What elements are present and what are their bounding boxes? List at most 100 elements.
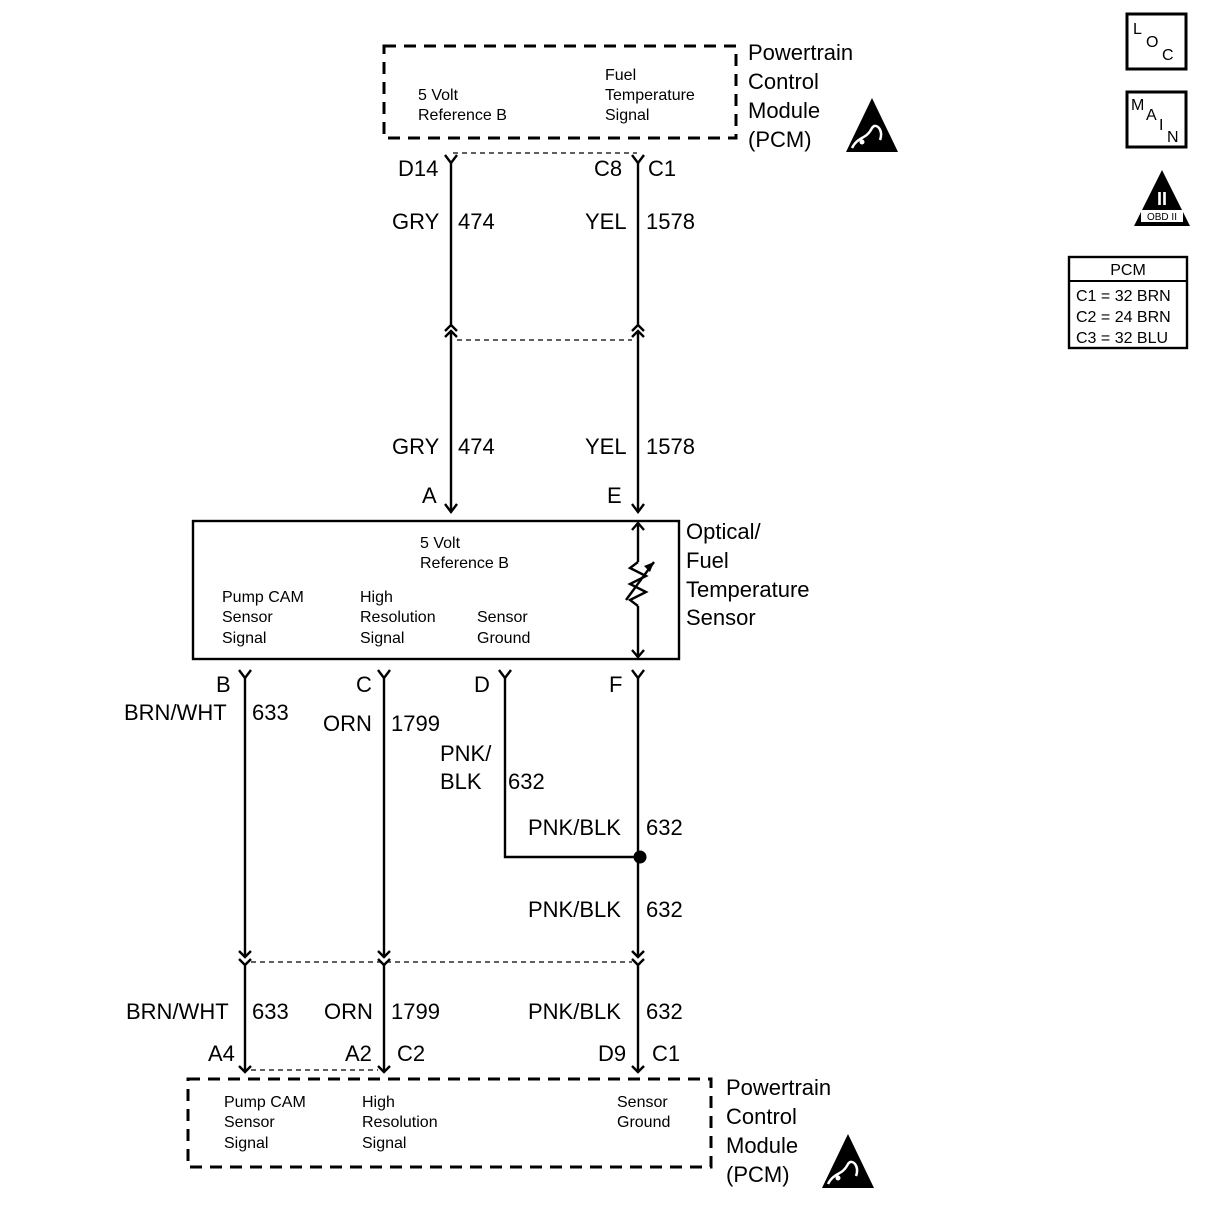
wire-yel-circuit-label: 1578 <box>646 209 695 234</box>
wire-pnkblk-mid-label: PNK/BLK <box>528 897 621 922</box>
wire-brnwht-circuit-label-2: 633 <box>252 999 289 1024</box>
sensor-highres-label-1: High <box>360 589 393 606</box>
terminal-c <box>377 669 391 680</box>
pcm-table-title: PCM <box>1110 262 1146 279</box>
esd-warning-icon <box>822 1134 874 1188</box>
obd-text: OBD II <box>1147 212 1177 223</box>
pin-c-label: C <box>356 672 372 697</box>
wire-pnkblk-split-label-1: PNK/ <box>440 741 492 766</box>
optical-fuel-temp-sensor: 5 Volt Reference B Pump CAM Sensor Signa… <box>191 519 810 661</box>
pcm-top-fuel-label-1: Fuel <box>605 67 636 84</box>
sensor-highres-label-3: Signal <box>360 630 404 647</box>
inline-connector-lower <box>238 950 645 967</box>
pcm-top-fuel-label-3: Signal <box>605 107 649 124</box>
pcm-bottom-highres-label-3: Signal <box>362 1135 406 1152</box>
terminal-a <box>444 503 458 514</box>
wire-orn-label: ORN <box>323 711 372 736</box>
sensor-pump-label-1: Pump CAM <box>222 589 304 606</box>
wire-yel-color-label: YEL <box>585 209 627 234</box>
connector-c2-label: C2 <box>397 1041 425 1066</box>
wire-gry-circuit-label-2: 474 <box>458 434 495 459</box>
wire-brnwht-circuit-label: 633 <box>252 700 289 725</box>
sensor-title-2: Fuel <box>686 548 729 573</box>
wire-orn-circuit-label: 1799 <box>391 711 440 736</box>
terminal-e <box>631 503 645 514</box>
main-letter-n: N <box>1167 129 1179 146</box>
pcm-bottom-highres-label-2: Resolution <box>362 1114 438 1131</box>
obd-numeral: II <box>1157 189 1167 209</box>
pcm-top-title-3: Module <box>748 98 820 123</box>
pcm-bottom-ground-label-1: Sensor <box>617 1094 668 1111</box>
wire-pnkblk-label-2: PNK/BLK <box>528 999 621 1024</box>
pin-c8-label: C8 <box>594 156 622 181</box>
pin-d14-label: D14 <box>398 156 438 181</box>
esd-warning-icon <box>846 98 898 152</box>
terminal-b <box>238 669 252 680</box>
connector-c1-top-label: C1 <box>648 156 676 181</box>
pcm-bottom-box <box>186 1077 713 1169</box>
main-letter-a: A <box>1146 107 1157 124</box>
pcm-bottom-module: Pump CAM Sensor Signal High Resolution S… <box>186 1075 874 1188</box>
pin-a-label: A <box>422 483 437 508</box>
pcm-top-box <box>382 44 738 140</box>
wire-yel-color-label-2: YEL <box>585 434 627 459</box>
terminal-d9 <box>631 1065 645 1074</box>
loc-letter-c: C <box>1162 47 1174 64</box>
wire-pnkblk-632-d <box>503 677 640 859</box>
pcm-connector-table: PCM C1 = 32 BRN C2 = 24 BRN C3 = 32 BLU <box>1067 255 1189 350</box>
terminal-a2 <box>377 1065 391 1074</box>
terminal-f <box>631 669 645 680</box>
sensor-pump-label-3: Signal <box>222 630 266 647</box>
wire-gry-color-label: GRY <box>392 209 440 234</box>
inline-connector-upper <box>444 323 645 341</box>
pcm-bottom-title-1: Powertrain <box>726 1075 831 1100</box>
pcm-bottom-highres-label-1: High <box>362 1094 395 1111</box>
pin-a2-label: A2 <box>345 1041 372 1066</box>
pcm-top-title-1: Powertrain <box>748 40 853 65</box>
sensor-ref-label-2: Reference B <box>420 555 509 572</box>
main-icon: M A I N <box>1125 90 1188 149</box>
loc-letter-o: O <box>1146 34 1158 51</box>
pin-b-label: B <box>216 672 231 697</box>
terminal-d14 <box>444 154 458 165</box>
pin-e-label: E <box>607 483 622 508</box>
wire-pnkblk-circuit-label-2: 632 <box>646 999 683 1024</box>
pcm-top-ref-label-1: 5 Volt <box>418 87 459 104</box>
splice-pnkblk <box>633 850 647 864</box>
pcm-top-ref-label-2: Reference B <box>418 107 507 124</box>
sensor-pump-label-2: Sensor <box>222 609 273 626</box>
wire-orn-label-2: ORN <box>324 999 373 1024</box>
terminal-d <box>498 669 512 680</box>
loc-icon: L O C <box>1125 12 1188 71</box>
sensor-highres-label-2: Resolution <box>360 609 436 626</box>
wire-pnkblk-mid-circuit-label: 632 <box>646 897 683 922</box>
main-letter-m: M <box>1131 97 1144 114</box>
wire-pnkblk-f-label: PNK/BLK <box>528 815 621 840</box>
wire-brnwht-label-2: BRN/WHT <box>126 999 229 1024</box>
pcm-top-module: 5 Volt Reference B Fuel Temperature Sign… <box>382 40 898 152</box>
main-letter-i: I <box>1159 117 1163 134</box>
pcm-top-title-2: Control <box>748 69 819 94</box>
wire-orn-circuit-label-2: 1799 <box>391 999 440 1024</box>
pcm-top-title-4: (PCM) <box>748 127 812 152</box>
sensor-ground-label-2: Ground <box>477 630 530 647</box>
terminal-a4 <box>238 1065 252 1074</box>
pcm-bottom-title-2: Control <box>726 1104 797 1129</box>
pcm-bottom-title-4: (PCM) <box>726 1162 790 1187</box>
pcm-bottom-ground-label-2: Ground <box>617 1114 670 1131</box>
obd-ii-icon: II OBD II <box>1134 170 1190 226</box>
pcm-bottom-pump-label-1: Pump CAM <box>224 1094 306 1111</box>
pin-d-label: D <box>474 672 490 697</box>
pcm-table-row-2: C2 = 24 BRN <box>1076 309 1171 326</box>
loc-letter-l: L <box>1133 21 1142 38</box>
pcm-top-fuel-label-2: Temperature <box>605 87 695 104</box>
sensor-title-1: Optical/ <box>686 519 761 544</box>
pin-d9-label: D9 <box>598 1041 626 1066</box>
wire-pnkblk-split-circuit-label: 632 <box>508 769 545 794</box>
pin-a4-label: A4 <box>208 1041 235 1066</box>
pcm-bottom-pump-label-2: Sensor <box>224 1114 275 1131</box>
sensor-ref-label-1: 5 Volt <box>420 535 461 552</box>
pcm-table-row-1: C1 = 32 BRN <box>1076 288 1171 305</box>
connector-c1-bottom-label: C1 <box>652 1041 680 1066</box>
